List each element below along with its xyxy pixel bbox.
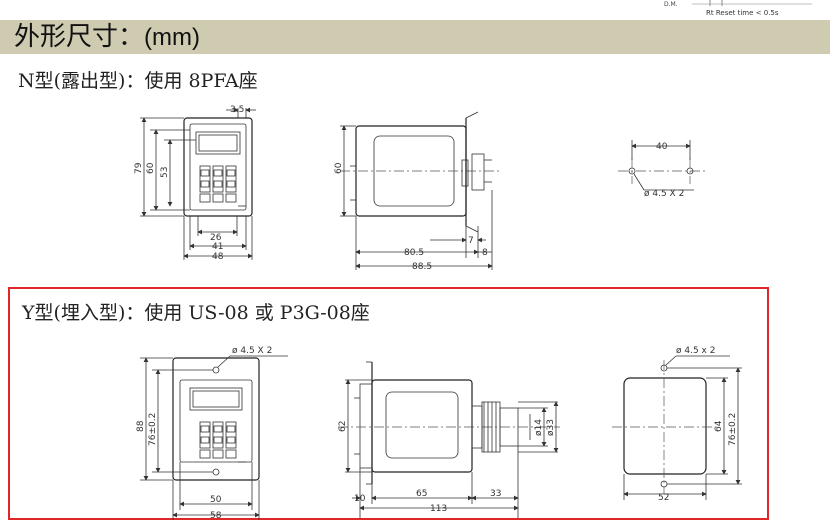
- n-dim-79: 79: [134, 162, 144, 174]
- n-dim-80-5: 80.5: [404, 248, 424, 258]
- y-front-view: ø 4.5 X 2 88 76±0.2 50 58: [136, 346, 288, 521]
- y-type-highlight-box: [8, 287, 769, 520]
- n-hole-pattern: 40 ø 4.5 X 2: [618, 140, 708, 199]
- n-front-view: 3.5 79 60 53 26 41 48: [134, 105, 256, 262]
- n-side-view: 60 7 80.5 8 88.5: [334, 111, 500, 272]
- n-dim-88-5: 88.5: [412, 262, 432, 272]
- y-panel-cutout: ø 4.5 x 2 64 76±0.2 52: [612, 346, 742, 503]
- y-dim-113: 113: [430, 504, 447, 514]
- y-type-label: Y型(埋入型)：使用 US-08 或 P3G-08座: [22, 302, 370, 324]
- y-side-view: 62 ø14 ø33 10 65 33 113: [338, 361, 560, 518]
- reset-time-note: Rt Reset time < 0.5s: [706, 9, 779, 17]
- y-dim-33: 33: [490, 489, 501, 499]
- y-dim-76-b: 76±0.2: [728, 413, 738, 446]
- y-dim-52: 52: [658, 493, 669, 503]
- y-dim-58: 58: [210, 511, 222, 521]
- y-cutout-hole-label: ø 4.5 x 2: [676, 346, 715, 356]
- y-front-hole-label: ø 4.5 X 2: [232, 346, 272, 356]
- y-dim-64: 64: [714, 420, 724, 432]
- y-dim-62: 62: [338, 421, 348, 432]
- reset-time-chart-fragment: D.M. Rt Reset time < 0.5s: [662, 0, 830, 18]
- n-dim-40: 40: [656, 142, 668, 152]
- page-title: 外形尺寸：(mm): [14, 22, 200, 53]
- n-type-label: N型(露出型)：使用 8PFA座: [18, 70, 258, 92]
- n-hole-label: ø 4.5 X 2: [644, 189, 684, 199]
- y-dim-88: 88: [136, 420, 146, 432]
- y-dim-10: 10: [354, 494, 366, 504]
- n-dim-48: 48: [212, 252, 224, 262]
- y-dim-50: 50: [210, 495, 222, 505]
- n-dim-41: 41: [212, 242, 223, 252]
- y-dim-76: 76±0.2: [148, 413, 158, 446]
- y-dim-65: 65: [416, 489, 427, 499]
- n-dim-8: 8: [482, 248, 488, 258]
- n-side-dim-60: 60: [334, 162, 344, 174]
- title-bar: 外形尺寸：(mm): [0, 20, 830, 54]
- svg-text:D.M.: D.M.: [664, 1, 678, 8]
- n-dim-53: 53: [160, 167, 170, 178]
- n-dim-26: 26: [210, 233, 222, 243]
- y-dim-d33: ø33: [546, 419, 556, 436]
- title-label: 外形尺寸：: [14, 22, 145, 52]
- n-dim-60: 60: [146, 162, 156, 174]
- n-dim-3-5: 3.5: [230, 105, 244, 115]
- y-dim-d14: ø14: [534, 419, 544, 436]
- title-unit: (mm): [144, 24, 200, 51]
- n-dim-7: 7: [468, 236, 474, 246]
